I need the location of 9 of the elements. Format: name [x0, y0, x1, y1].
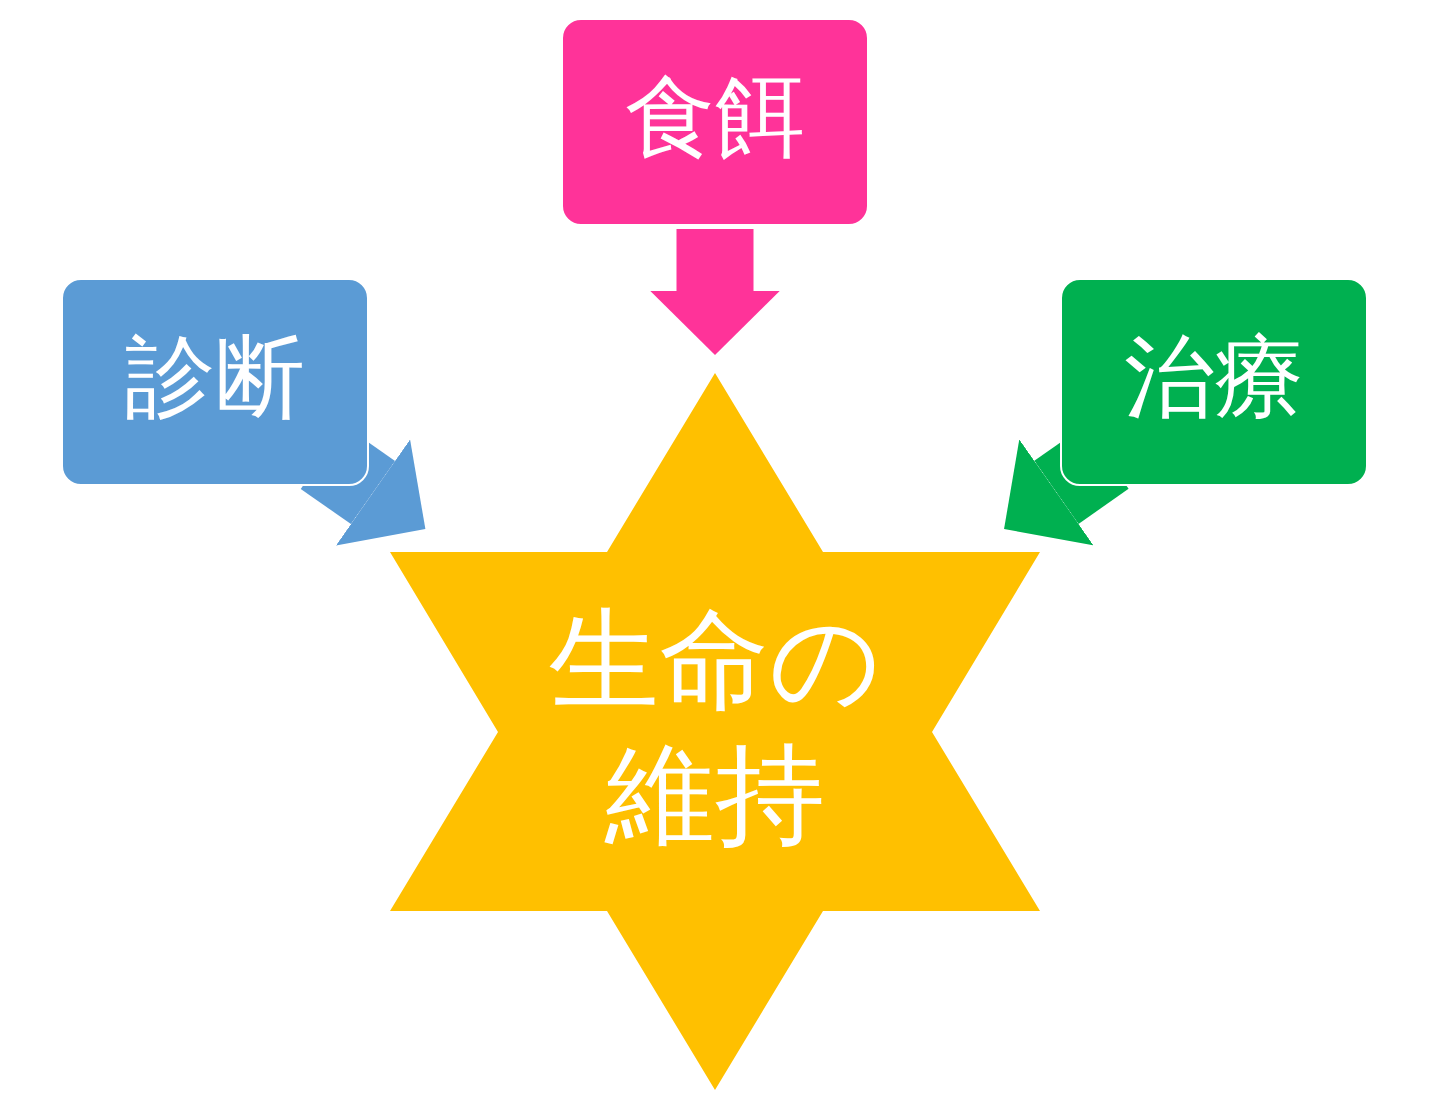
label-box: [61, 278, 369, 486]
label-box: [1060, 278, 1368, 486]
box-label: 食餌: [625, 66, 805, 166]
star-label: 生命の維持: [547, 594, 883, 861]
star-shape: [390, 373, 1040, 1090]
box-label: 治療: [1124, 326, 1304, 426]
block-arrow: [650, 229, 780, 355]
label-box: [561, 18, 869, 226]
box-label: 診断: [125, 326, 305, 426]
